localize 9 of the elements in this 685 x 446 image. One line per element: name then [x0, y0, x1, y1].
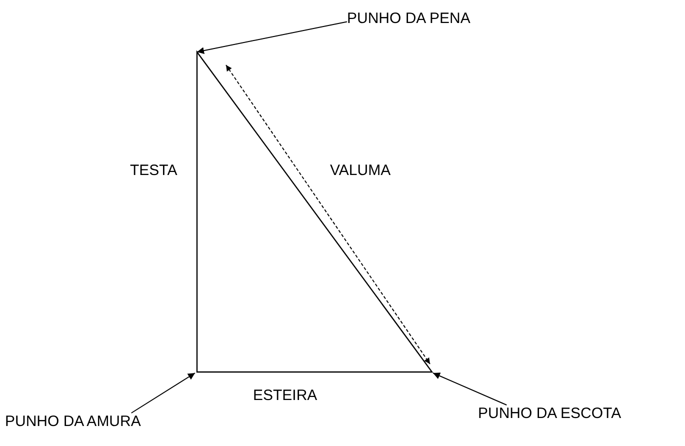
side-label: ESTEIRA: [253, 387, 318, 405]
leader-arrow: [196, 21, 348, 54]
leader-arrow: [130, 372, 196, 414]
corner-label: PUNHO DA AMURA: [5, 413, 141, 431]
corner-label: PUNHO DA ESCOTA: [478, 405, 622, 423]
leader-arrow: [432, 372, 508, 406]
corner-label: PUNHO DA PENA: [347, 10, 470, 28]
side-label: VALUMA: [330, 162, 391, 180]
side-label: TESTA: [130, 162, 178, 180]
